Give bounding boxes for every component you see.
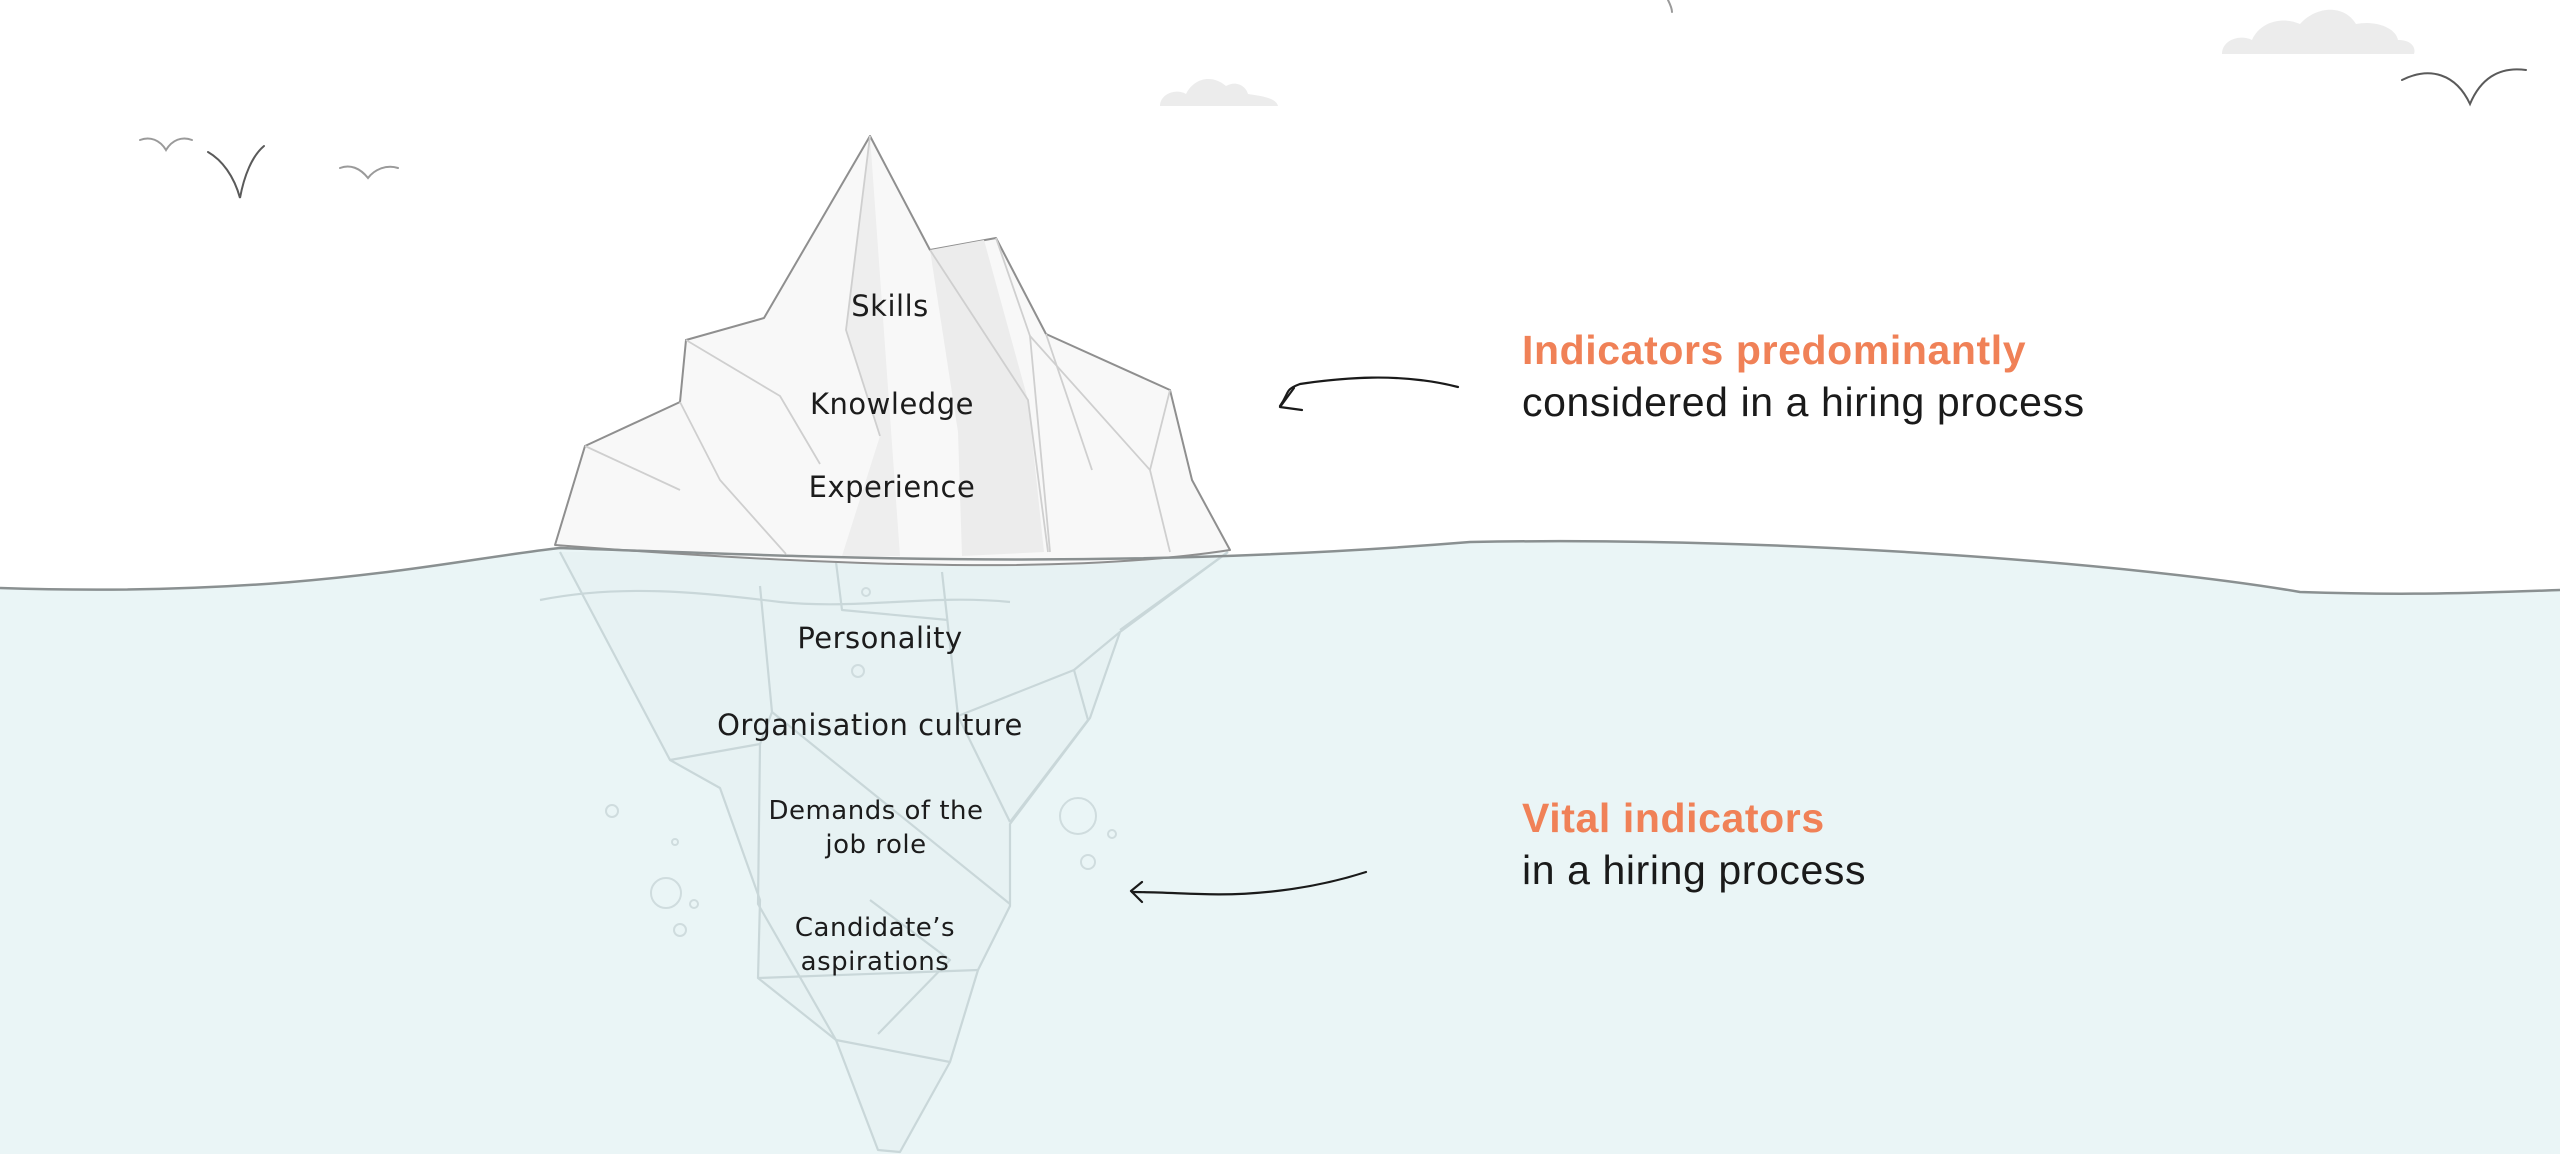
label-personality: Personality: [797, 621, 963, 655]
bird-icons: [139, 0, 2527, 199]
cloud-icon: [2222, 9, 2415, 54]
label-candidates-aspirations: Candidate’s aspirations: [794, 913, 956, 977]
arrow-top: [1278, 376, 1460, 408]
bird-icon: [339, 165, 399, 180]
arrow-bottom: [1130, 870, 1368, 896]
cloud-icon: [1160, 79, 1278, 106]
bird-icon: [1667, 0, 1673, 13]
label-experience: Experience: [808, 470, 976, 504]
callout-bottom-text: in a hiring process: [1522, 847, 1867, 893]
arrow-top-head: [1278, 386, 1304, 412]
bubble-icons: [605, 587, 1117, 937]
label-demands-of-the-job-role: Demands of the job role: [768, 796, 984, 860]
bird-icon: [2401, 68, 2527, 107]
arrows: [1129, 376, 1460, 904]
visible-iceberg: [554, 135, 1231, 567]
callout-bottom: Vital indicators in a hiring process: [1522, 792, 1866, 896]
bird-icon: [139, 137, 193, 152]
waterline: [0, 539, 2560, 595]
callout-top: Indicators predominantly considered in a…: [1522, 324, 2085, 428]
submerged-iceberg: [539, 551, 1229, 1154]
label-organisation-culture: Organisation culture: [717, 708, 1023, 742]
cloud-icons: [1160, 9, 2415, 106]
label-knowledge: Knowledge: [810, 387, 974, 421]
arrow-bottom-head: [1129, 880, 1144, 904]
callout-bottom-accent: Vital indicators: [1522, 795, 1825, 841]
callout-top-text: considered in a hiring process: [1522, 379, 2085, 425]
water: [0, 541, 2560, 1154]
bird-icon: [207, 145, 265, 199]
callout-top-accent: Indicators predominantly: [1522, 327, 2027, 373]
label-skills: Skills: [851, 289, 929, 323]
